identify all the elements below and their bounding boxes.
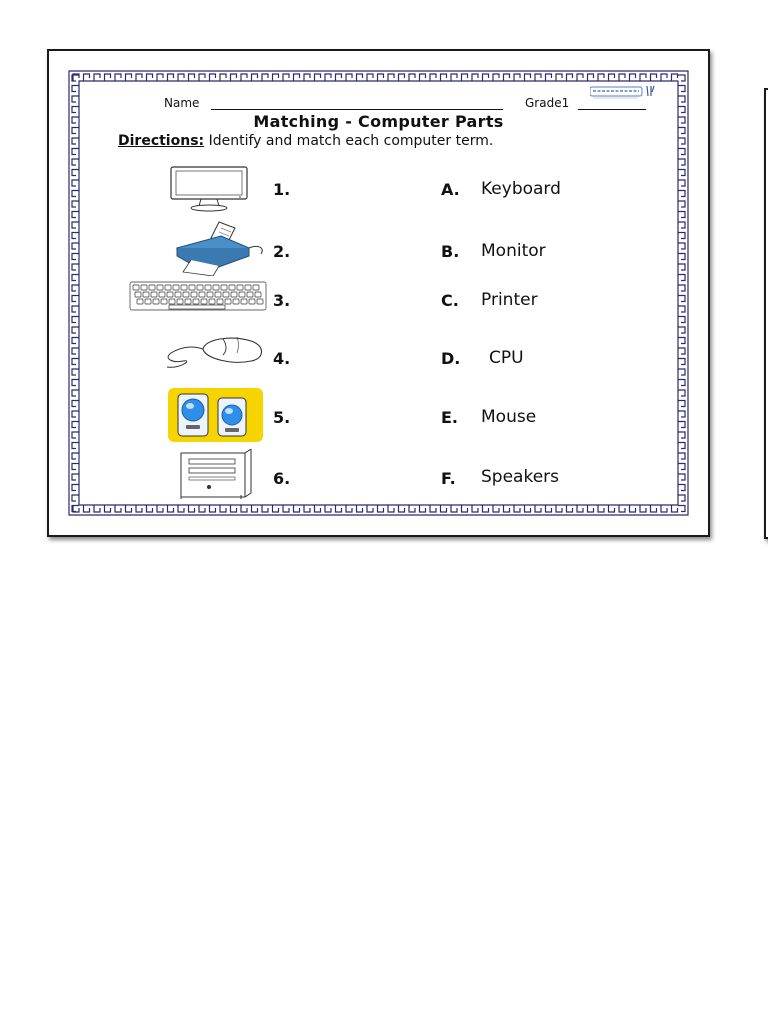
directions: Directions: Identify and match each comp… [118,133,493,149]
term-letter: A. [441,180,460,199]
page-title: Matching - Computer Parts [253,112,504,131]
monitor-icon [170,166,248,212]
term-letter: E. [441,408,459,427]
item-number: 1. [273,180,291,199]
term-name: CPU [489,348,524,368]
printer-icon [175,221,263,276]
term-letter: C. [441,291,459,310]
item-number: 4. [273,349,291,368]
keyboard-icon [129,281,267,311]
grade-label: Grade1 [525,96,570,110]
grade-blank-line[interactable] [578,109,646,110]
second-worksheet-frame [764,88,768,539]
item-number: 6. [273,469,291,488]
term-name: Keyboard [481,179,561,199]
item-number: 5. [273,408,291,427]
item-number: 2. [273,242,291,261]
term-name: Monitor [481,241,546,261]
worksheet-frame: Name Grade1 Matching - Computer Parts Di… [47,49,710,537]
cpu-tower-icon [180,449,252,499]
greek-key-border [68,70,689,516]
directions-text: Identify and match each computer term. [204,133,494,149]
term-name: Speakers [481,467,560,487]
name-blank-line[interactable] [211,109,503,110]
term-name: Printer [481,290,538,310]
worksheet-content: Name Grade1 Matching - Computer Parts Di… [49,51,708,535]
mouse-icon [166,336,263,368]
term-letter: F. [441,469,456,488]
name-label: Name [164,96,200,110]
directions-label: Directions: [118,133,205,149]
speakers-icon [168,388,263,442]
item-number: 3. [273,291,291,310]
term-name: Mouse [481,407,537,427]
school-logo [590,85,655,99]
term-letter: D. [441,349,461,368]
term-letter: B. [441,242,460,261]
